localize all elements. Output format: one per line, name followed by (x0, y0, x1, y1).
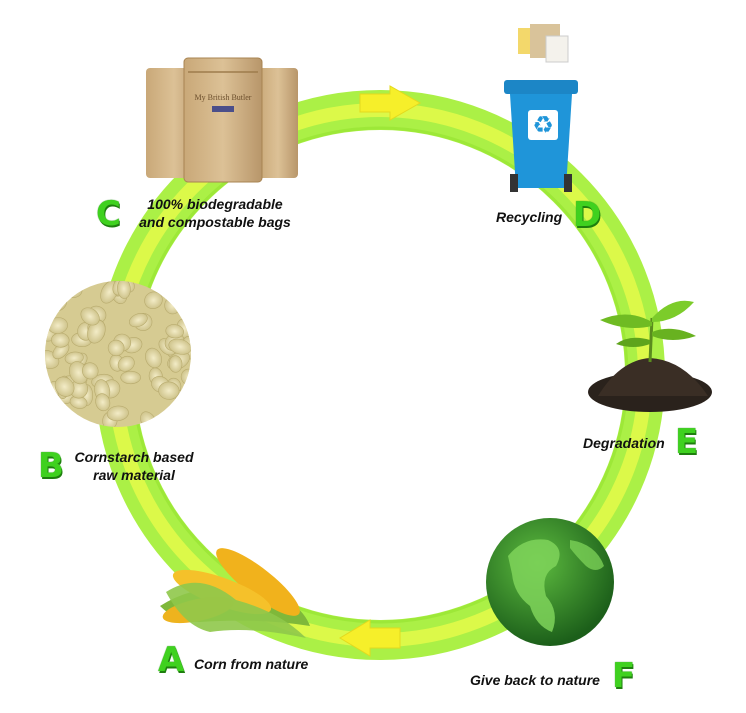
stage-label-b-line-1: Cornstarch based (74, 449, 194, 465)
svg-text:♻: ♻ (532, 111, 554, 139)
stage-label-b-line-2: raw material (93, 467, 175, 483)
stage-label-f: Give back to nature (470, 672, 600, 688)
stage-label-d: Recycling (496, 209, 563, 225)
stage-label-b: Cornstarch based raw material (66, 448, 202, 484)
bottom-arrow-icon (339, 619, 401, 657)
stage-label-c-line-2: and compostable bags (139, 214, 291, 230)
stage-letter-c: C (96, 194, 121, 234)
corn-icon (160, 548, 310, 638)
stage-label-a: Corn from nature (194, 656, 309, 672)
stage-label-e: Degradation (583, 435, 665, 451)
stage-label-c-line-1: 100% biodegradable (147, 196, 283, 212)
stage-letter-f: F (612, 656, 636, 696)
kraft-bags-icon: My British Butler (146, 57, 298, 183)
stage-label-c: 100% biodegradable and compostable bags (130, 195, 300, 231)
stage-letter-e: E (675, 422, 699, 462)
stage-letter-a: A (158, 640, 185, 680)
green-globe-icon (486, 518, 614, 646)
top-arrow-icon (359, 85, 422, 121)
recycle-bin-icon: ♻ (504, 24, 578, 192)
stage-letter-d: D (573, 195, 602, 235)
sprout-in-soil-icon (588, 300, 712, 412)
bag-print: My British Butler (195, 93, 252, 102)
stage-letter-b: B (38, 446, 64, 486)
pellets-icon (45, 281, 191, 427)
